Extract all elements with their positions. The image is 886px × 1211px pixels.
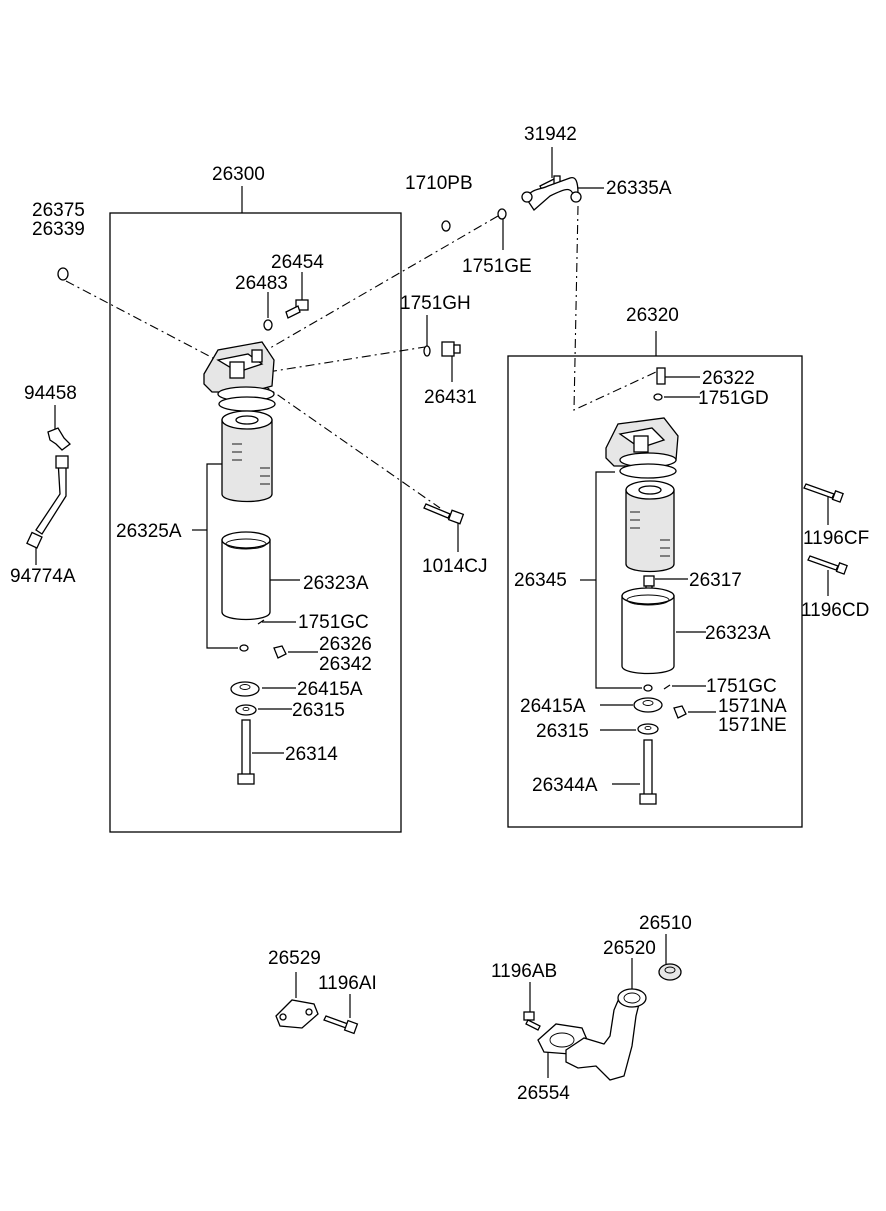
- plug-26431: [441, 341, 461, 357]
- right-filter-element: [625, 480, 675, 573]
- left-filter-bowl: [221, 531, 271, 621]
- right-bolt-26344a: [639, 739, 657, 805]
- label-26483: 26483: [235, 273, 288, 294]
- left-washer-26315: [235, 704, 257, 716]
- bolt-26454: [285, 299, 309, 319]
- label-26326: 26326: [319, 634, 372, 655]
- label-26342: 26342: [319, 654, 372, 675]
- label-26325A: 26325A: [116, 521, 182, 542]
- label-1710PB: 1710PB: [405, 173, 473, 194]
- label-26431: 26431: [424, 387, 477, 408]
- label-1571NE: 1571NE: [718, 715, 787, 736]
- fitting-94458: [47, 427, 71, 451]
- label-26317: 26317: [689, 570, 742, 591]
- bolt-1196ab: [523, 1011, 541, 1031]
- label-94774A: 94774A: [10, 566, 76, 587]
- left-assembly-box: [109, 212, 402, 833]
- o-ring-26375: [57, 267, 69, 281]
- label-26415A-left: 26415A: [297, 679, 363, 700]
- label-26300: 26300: [212, 164, 265, 185]
- label-1014CJ: 1014CJ: [422, 556, 488, 577]
- label-26320: 26320: [626, 305, 679, 326]
- left-filter-seal: [218, 396, 276, 412]
- bolt-1196ai: [323, 1015, 359, 1035]
- label-26554: 26554: [517, 1083, 570, 1104]
- bolt-1014cj: [423, 503, 465, 525]
- label-26323A-left: 26323A: [303, 573, 369, 594]
- right-filter-head: [605, 417, 679, 468]
- filler-cap-26510: [658, 963, 682, 981]
- right-filter-bowl: [621, 587, 675, 675]
- nipple-26322: [656, 367, 666, 385]
- label-26454: 26454: [271, 252, 324, 273]
- left-small-parts: [239, 619, 287, 659]
- label-1196CD: 1196CD: [801, 600, 869, 621]
- o-ring-26483: [263, 319, 273, 331]
- label-26335A: 26335A: [606, 178, 672, 199]
- washer-1751ge: [497, 208, 507, 220]
- hose-94774a: [26, 455, 69, 549]
- label-26415A-right: 26415A: [520, 696, 586, 717]
- label-1751GC-right: 1751GC: [706, 676, 777, 697]
- label-1196AB: 1196AB: [491, 961, 557, 982]
- label-26345: 26345: [514, 570, 567, 591]
- bolt-1196cf: [803, 483, 844, 503]
- leader-lines: [35, 147, 829, 1078]
- label-26323A-right: 26323A: [705, 623, 771, 644]
- right-filter-seal: [619, 463, 677, 479]
- label-26510: 26510: [639, 913, 692, 934]
- right-washer-26315: [637, 723, 659, 735]
- label-26315-left: 26315: [292, 700, 345, 721]
- left-bowl-cap-26415a: [230, 681, 260, 697]
- cover-plate-26529: [275, 999, 319, 1029]
- label-1751GC-left: 1751GC: [298, 612, 369, 633]
- right-bowl-cap-26415a: [633, 697, 663, 713]
- fuel-pipe-26335a: [521, 176, 582, 211]
- right-small-parts: [643, 684, 687, 719]
- label-26322: 26322: [702, 368, 755, 389]
- left-bolt-26314: [237, 719, 255, 785]
- reference-lines: [65, 205, 657, 509]
- label-31942: 31942: [524, 124, 577, 145]
- right-assembly-box: [507, 355, 803, 828]
- label-26315-right: 26315: [536, 721, 589, 742]
- label-1571NA: 1571NA: [718, 696, 787, 717]
- label-26529: 26529: [268, 948, 321, 969]
- label-1751GD: 1751GD: [698, 388, 769, 409]
- label-1196CF: 1196CF: [803, 528, 869, 549]
- filler-pipe-26520: [565, 988, 647, 1081]
- bolt-1196cd: [807, 555, 848, 575]
- label-26344A: 26344A: [532, 775, 598, 796]
- left-filter-element: [221, 410, 273, 503]
- o-ring-1751gh: [423, 345, 431, 357]
- o-ring-1751gd: [653, 393, 663, 401]
- label-1751GE: 1751GE: [462, 256, 532, 277]
- label-26314: 26314: [285, 744, 338, 765]
- part-labels: 26300 26375 26339 1710PB 31942 26335A 17…: [10, 124, 869, 1104]
- label-1196AI: 1196AI: [318, 973, 377, 994]
- label-1751GH: 1751GH: [400, 293, 471, 314]
- label-26339: 26339: [32, 219, 85, 240]
- label-94458: 94458: [24, 383, 77, 404]
- o-ring-1710pb: [441, 220, 451, 232]
- label-26520: 26520: [603, 938, 656, 959]
- label-26375: 26375: [32, 200, 85, 221]
- left-filter-head: [203, 341, 275, 402]
